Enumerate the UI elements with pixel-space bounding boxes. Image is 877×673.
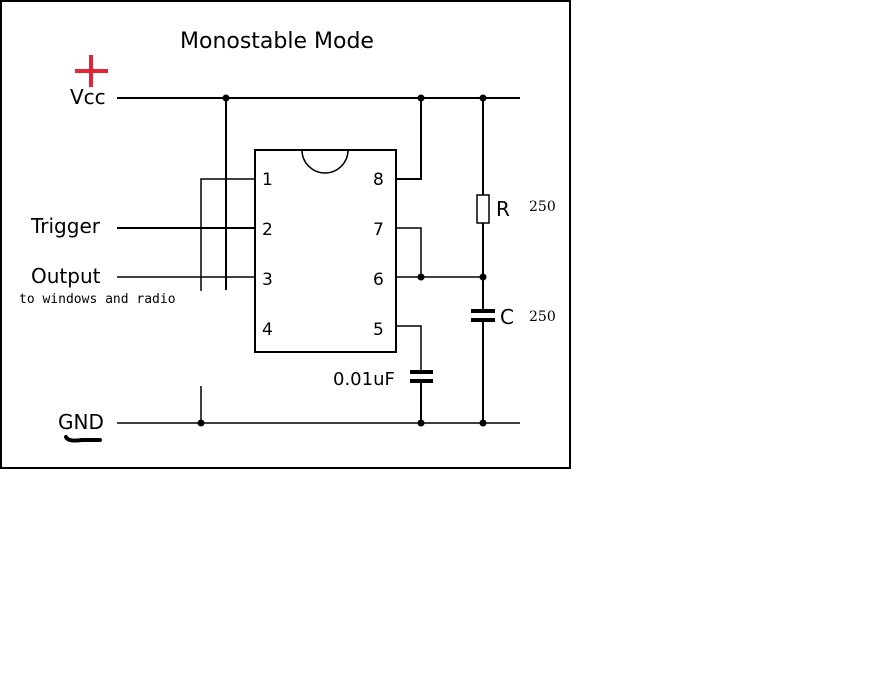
vcc-label: Vcc xyxy=(70,85,106,109)
gnd-junction-3 xyxy=(479,419,487,427)
trigger-label: Trigger xyxy=(30,214,101,238)
pin-6-junction xyxy=(417,273,425,281)
resistor-value: 250 xyxy=(529,199,556,215)
pin-8-number: 8 xyxy=(373,170,384,190)
resistor-label: R xyxy=(496,197,510,221)
gnd-junction-2 xyxy=(417,419,425,427)
ground-bar-icon xyxy=(64,435,102,443)
gnd-junction-1 xyxy=(197,419,205,427)
pin-1-wire xyxy=(200,178,255,291)
ic-555-body xyxy=(254,149,397,353)
pin-8-wire xyxy=(396,98,422,180)
output-note: to windows and radio xyxy=(19,292,176,307)
capacitor-label: C xyxy=(500,305,514,329)
ic-notch xyxy=(301,149,349,174)
pin-4-number: 4 xyxy=(262,320,273,340)
control-cap-label: 0.01uF xyxy=(333,369,395,390)
gnd-label: GND xyxy=(58,410,104,434)
pin-7-number: 7 xyxy=(373,220,384,240)
plus-icon xyxy=(75,55,108,87)
pin-7-wire xyxy=(396,227,422,277)
capacitor-value: 250 xyxy=(529,309,556,325)
pin-5-number: 5 xyxy=(373,320,384,340)
diagram-title: Monostable Mode xyxy=(180,29,374,54)
pin-3-number: 3 xyxy=(262,270,273,290)
output-label: Output xyxy=(31,264,101,288)
resistor-symbol xyxy=(476,194,490,224)
pin-1-number: 1 xyxy=(262,170,273,190)
pin-2-number: 2 xyxy=(262,220,273,240)
pin-6-number: 6 xyxy=(373,270,384,290)
pin-5-wire xyxy=(396,325,422,372)
